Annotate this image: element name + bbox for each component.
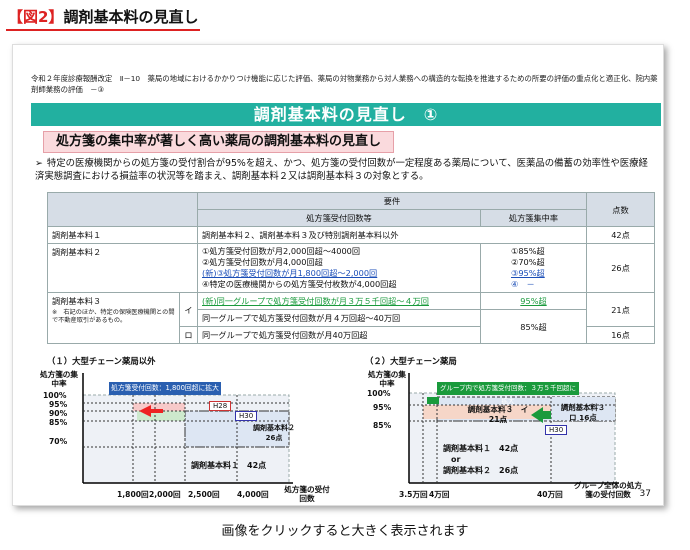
header-ratio: 処方箋集中率 [480,209,587,227]
chart2-region2-label: 調剤基本料２ 26点 [443,466,519,475]
figure-title-text: 調剤基本料の見直し [63,8,199,26]
bullet-arrow-icon: ➢ [35,158,43,169]
row-ratios: ①85%超 ②70%超 ③95%超 ④ － [480,243,587,293]
chart1-xtick: 2,500回 [188,490,220,499]
chart2-ytick: 100% [367,389,391,398]
description-text: 特定の医療機関からの処方箋の受付割合が95%を超え、かつ、処方箋の受付回数が一定… [35,158,648,182]
chart2-region3i-label: 調剤基本料３ イ [467,405,529,414]
chart1-xtick: 2,000回 [149,490,181,499]
condition-4: ④特定の医療機関からの処方箋受付枚数が4,000回超 [202,279,397,289]
chart1-region2-points: 26点 [265,434,283,442]
chart2-region-3ro [551,397,615,421]
chart2-region3ro-sub: ロ 16点 [569,413,597,422]
click-to-enlarge-caption[interactable]: 画像をクリックすると大きく表示されます [221,524,469,539]
chart1-xtick: 4,000回 [237,490,269,499]
table-row: ロ 同一グループで処方箋受付回数が月40万回超 16点 [48,326,655,344]
ratio-i-2: 85%超 [480,309,587,344]
chart1-ytick: 95% [49,400,68,409]
chart1-region2-text: 調剤基本料２ 26点 [253,423,295,443]
chart2-ytick: 85% [373,421,392,430]
chart2-xtick: 3.5万回 [399,490,428,499]
slide-description: ➢特定の医療機関からの処方箋の受付割合が95%を超え、かつ、処方箋の受付回数が一… [35,157,655,183]
chart2-label-h30: H30 [545,425,568,435]
chart2-xtick: 40万回 [537,490,563,499]
table-row: 調剤基本料３ ※ 右記のほか、特定の保険医療機関との間で不動産取引があるもの。 … [47,292,655,344]
chart2-xtick: 4万回 [429,490,450,499]
table-corner [47,192,198,227]
chart1-xtick: 1,800回 [117,490,149,499]
chart1-callout: 処方箋受付回数：1,800回超に拡大 [109,382,221,395]
row-name-text: 調剤基本料３ [52,296,102,306]
slide-banner: 調剤基本料の見直し ① [31,103,661,126]
chart2-stripe-marker [427,397,439,404]
sub-label-ro: ロ [179,326,198,344]
chart1-label-h30: H30 [235,411,258,421]
header-points: 点数 [586,192,655,227]
condition-i-1-new: (新)同一グループで処方箋受付回数が月３万５千回超～４万回 [197,292,481,310]
row-name: 調剤基本料２ [47,243,198,293]
chart1-label-h28: H28 [209,401,232,411]
chart1-region1-label: 調剤基本料１ 42点 [191,461,267,470]
sub-label-i: イ [179,292,198,327]
chart2-arrow-icon [531,407,551,423]
chart2-region1-label: 調剤基本料１ 42点 [443,444,519,453]
chart1-ytick: 100% [43,391,67,400]
ratio-1: ①85%超 [511,246,545,256]
row-note: ※ 右記のほか、特定の保険医療機関との間で不動産取引があるもの。 [52,309,175,324]
chart1-ylabel: 処方箋の集中率 [40,370,78,388]
page-number: 37 [639,489,651,499]
header-requirements: 要件 [197,192,587,210]
row-points: 42点 [586,226,655,244]
condition-3-new: (新)③処方箋受付回数が月1,800回超～2,000回 [202,268,378,278]
row-points: 21点 [586,292,655,327]
ratio-3-new: ③95%超 [511,268,545,278]
row-name: 調剤基本料１ [47,226,198,244]
chart2-region12-text: 調剤基本料１ 42点 or 調剤基本料２ 26点 [443,443,518,476]
header-count: 処方箋受付回数等 [197,209,481,227]
chart2-xlabel: グループ全体の処方箋の受付回数 [574,481,642,499]
ratio-2: ②70%超 [511,257,545,267]
row-points: 26点 [586,243,655,293]
chart1-region2-label: 調剤基本料２ [253,424,295,432]
figure-title: 【図2】調剤基本料の見直し [6,6,201,31]
row-conditions: ①処方箋受付回数が月2,000回超～4000回 ②処方箋受付回数が月4,000回… [197,243,481,293]
table-row: 調剤基本料２ ①処方箋受付回数が月2,000回超～4000回 ②処方箋受付回数が… [47,243,655,293]
chart1-ytick: 85% [49,418,68,427]
chart1-ytick: 70% [49,437,68,446]
chart2-ylabel: 処方箋の集中率 [368,370,406,388]
slide-subheading: 処方箋の集中率が著しく高い薬局の調剤基本料の見直し [43,131,395,153]
chart1-h28-band [133,403,185,411]
chart2-region-3i [423,405,551,419]
chart2-region3ro-label: 調剤基本料３ [560,403,606,412]
chart2-callout: グループ内で処方箋受付回数：３万５千回超に拡大 [437,382,579,405]
chart2-region3i-points: 21点 [488,415,508,424]
slide-image[interactable]: 令和２年度診療報酬改定 Ⅱ－10 薬局の地域におけるかかりつけ機能に応じた評価、… [12,44,664,506]
chart2-ytick: 95% [373,403,392,412]
chart2-plot [404,373,619,484]
row-points: 16点 [586,326,655,344]
figure-title-bracket: 【図2】 [8,8,64,26]
chart2-or-label: or [451,455,461,464]
ratio-i-1: 95%超 [480,292,587,310]
table-row: 調剤基本料１ 調剤基本料２、調剤基本料３及び特別調剤基本料以外 42点 [47,226,655,244]
chart1-xlabel: 処方箋の受付回数 [284,485,330,503]
chart2-region3i-text: 調剤基本料３ イ 21点 [453,405,543,425]
requirements-table: 要件 点数 処方箋受付回数等 処方箋集中率 調剤基本料１ 調剤基本料２、調剤基本… [47,192,655,344]
condition-ro: 同一グループで処方箋受付回数が月40万回超 [197,326,481,344]
chart1-title: （１）大型チェーン薬局以外 [47,356,156,366]
chart2-title: （２）大型チェーン薬局 [365,356,457,366]
condition-1: ①処方箋受付回数が月2,000回超～4000回 [202,246,361,256]
condition-i-2: 同一グループで処方箋受付回数が月４万回超～40万回 [197,309,481,327]
chart1-new-area [137,411,185,421]
revision-note: 令和２年度診療報酬改定 Ⅱ－10 薬局の地域におけるかかりつけ機能に応じた評価、… [31,74,658,94]
chart2-region3ro-text: 調剤基本料３ ロ 16点 [553,403,613,423]
chart1-ytick: 90% [49,409,68,418]
condition-2: ②処方箋受付回数が月4,000回超 [202,257,323,267]
row-requirement: 調剤基本料２、調剤基本料３及び特別調剤基本料以外 [197,226,587,244]
row-name: 調剤基本料３ ※ 右記のほか、特定の保険医療機関との間で不動産取引があるもの。 [47,292,180,344]
chart1-arrow-icon [139,405,163,417]
ratio-4: ④ － [511,279,535,289]
